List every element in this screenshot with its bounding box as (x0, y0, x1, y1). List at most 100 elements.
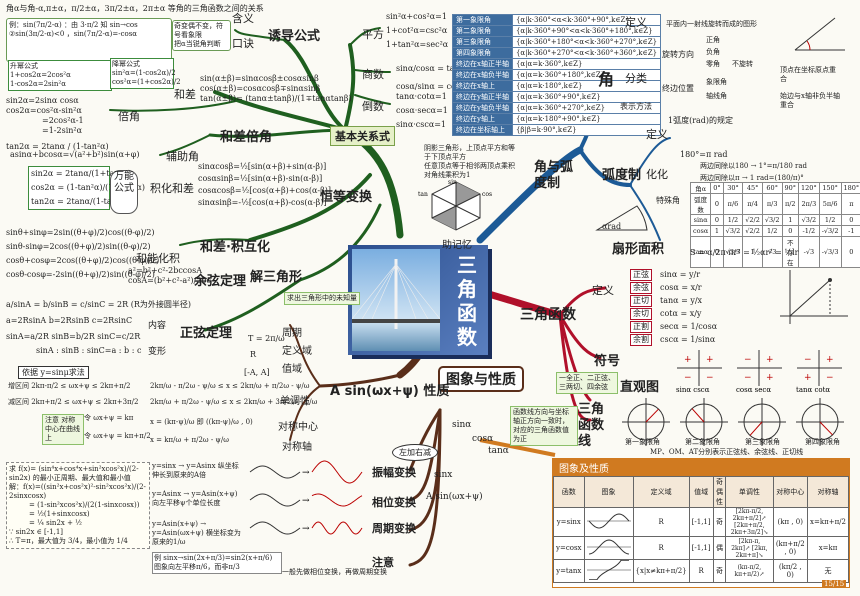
top-heading: 角α与角-α,π±α，π/2±α，3π/2±α，2π±α 等角的三角函数之间的关… (6, 4, 264, 13)
note-text: 一般先做相位变换，再做周期变换 (282, 568, 387, 576)
trig-name: 正切 (630, 294, 652, 307)
rotation-direction: 旋转方向 (662, 50, 694, 59)
special-cell: -√3/2 (818, 225, 842, 237)
radian-eq1: 180°=π rad (680, 150, 728, 159)
svg-text:sin: sin (448, 179, 457, 186)
special-cell: 0 (781, 225, 800, 237)
sum-diff-block: sin(α±β)=sinαcosβ±cosαsinβ cos(α±β)=cosα… (200, 74, 352, 104)
quadrant-row: 终边在y轴上{α|α=k·180°+90°,k∈Z} (452, 113, 662, 125)
solve-note: 求出三角形中的未知量 (284, 292, 360, 305)
double-tan: tan2α = 2tanα / (1-tan²α) (6, 142, 109, 151)
double-cos-a: cos2α=cos²α-sin²α (6, 106, 82, 115)
quadrant-name: 终边在x轴负半轴 (452, 69, 513, 81)
square-label: 平方 (362, 28, 384, 41)
prop-cell: y=tanx (553, 559, 585, 583)
special-cell: -√3 (798, 236, 820, 268)
quadrant-name: 终边在y轴负半轴 (452, 102, 513, 114)
domain-label: 定义域 (282, 346, 312, 357)
rhyme-2: 把α当锐角判断 (174, 40, 221, 48)
quadrant-caption: 第三象限角 (745, 438, 780, 446)
prop-cell: [2kπ-π, 2kπ]↗ [2kπ, 2kπ+π]↘ (725, 536, 774, 560)
sign-rhyme: 一全正、二正弦、三两切、四余弦 (556, 372, 618, 394)
lower-2: cos²α=(1+cos2α)/2 (112, 78, 181, 86)
mnemonic-3: 对角线乘积为1 (424, 171, 471, 179)
prop-cell: R (632, 536, 690, 560)
trig-name: 余割 (630, 333, 652, 346)
sine-law-label: 正弦定理 (180, 326, 233, 341)
pts-3: cosαcosβ=½[cos(α+β)+cos(α-β)] (198, 186, 331, 195)
axis-eq1: 令 ωx+ψ = kπ+π/2 (84, 432, 151, 440)
cos-law-2: cosA=(b²+c²-a²)/2bc (128, 276, 211, 285)
sign-label: 符号 (594, 354, 621, 369)
prop-cell: 奇 (712, 507, 727, 537)
quadrant-set: {α|k·360°+180°<α<k·360°+270°,k∈Z} (511, 36, 662, 48)
center-eq1: 令 ωx+ψ = kπ (84, 414, 134, 422)
prop-header: 对称中心 (772, 476, 809, 508)
dec-interval-2: 2kπ/ω + π/2ω - ψ/ω ≤ x ≤ 2kπ/ω + 3π/2ω -… (150, 398, 318, 406)
quot-1: sinα/cosα = tanα (396, 64, 466, 73)
special-cell: 0° (710, 182, 724, 194)
mnemonic-hexagon: sin tan cos (418, 179, 492, 231)
wave-curve (311, 460, 363, 484)
lower-power-label: 降幂公式 (112, 60, 140, 68)
induction-label: 诱导公式 (268, 29, 321, 44)
negative-angle: 负角 (706, 48, 720, 56)
double-angle-label: 倍角 (118, 110, 140, 123)
cosine-law-label: 余弦定理 (194, 274, 247, 289)
properties-title: 图象及性质 (553, 459, 849, 476)
quadrant-set: {α|k·360°+270°<α<k·360°+360°,k∈Z} (511, 47, 662, 59)
double-cos-c: =1-2sin²α (42, 126, 83, 135)
quadrant-row: 终边在坐标轴上{β|β=k·90°,k∈Z} (452, 124, 662, 136)
dec-interval: 减区间 2kπ+π/2 ≤ ωx+ψ ≤ 2kπ+3π/2 (8, 398, 139, 406)
wave-curve (249, 465, 301, 479)
period-label: 周期 (282, 328, 302, 339)
range-label: 值域 (282, 364, 302, 375)
graph-properties-label: 图象与性质 (438, 366, 524, 392)
special-cell: 0 (840, 236, 860, 268)
quadrant-name: 终边在x轴上 (452, 80, 513, 92)
sin-law-4: sinA : sinB : sinC=a : b : c (36, 346, 142, 355)
prop-cell (583, 507, 634, 537)
raise-2: 1-cos2α=2sin²α (10, 80, 66, 88)
svg-text:+: + (766, 355, 774, 365)
special-cell: π/4 (742, 193, 763, 215)
sq-1: sin²α+cos²α=1 (386, 12, 447, 21)
inc-interval-2: 2kπ/ω - π/2ω - ψ/ω ≤ x ≤ 2kπ/ω + π/2ω - … (150, 382, 310, 390)
axis-angle: 轴线角 (706, 92, 727, 100)
stp-3: cosθ+cosφ=2cos((θ+φ)/2)cos((θ-φ)/2) (6, 256, 160, 265)
example-step1: 解：f(x)=((sin²x+cos²x)²-sin²xcos²x)/(2-2s… (9, 483, 146, 500)
svg-text:+: + (706, 355, 714, 365)
quadrant-set: {β|β=k·90°,k∈Z} (511, 124, 662, 136)
special-cell: cosα (689, 225, 712, 237)
monotonic-label: 单调性 (280, 396, 310, 407)
angle-def-text: 平面内一射线旋转而成的图形 (666, 20, 757, 28)
prop-header: 奇偶性 (712, 476, 727, 508)
stp-2: sinθ-sinφ=2cos((θ+φ)/2)sin((θ-φ)/2) (6, 242, 151, 251)
quadrant-table: 第一象限角{α|k·360°<α<k·360°+90°,k∈Z}第二象限角{α|… (452, 14, 662, 136)
rec-3: sinα·cscα=1 (396, 120, 447, 129)
sum-diff-tan: tan(α±β)= (tanα±tanβ)/(1∓tanαtanβ) (200, 94, 352, 103)
quadrant-row: 终边在x轴负半轴{α|α=k·360°+180°,k∈Z} (452, 69, 662, 81)
initial-side: 始边与x轴非负半轴重合 (780, 92, 840, 109)
basic-relations-label: 基本关系式 (330, 126, 395, 146)
sum-diff-double-label: 和差倍角 (220, 130, 273, 145)
special-cell: 30° (722, 182, 744, 194)
prop-header: 图象 (583, 476, 634, 508)
quadrant-row: 终边在x轴上{α|α=k·180°,k∈Z} (452, 80, 662, 92)
center-image: 三角函数 (348, 245, 488, 355)
quotient-block: sinα/cosα = tanα cosα/sinα = cotα (396, 64, 465, 92)
sin-law-2: a=2RsinA b=2RsinB c=2RsinC (6, 316, 133, 325)
trig-name: 正弦 (630, 268, 652, 281)
note-label: 注意 (372, 556, 394, 569)
asin-properties: A sin(ωx+ψ) 性质 (330, 384, 450, 399)
positive-angle: 正角 (706, 36, 720, 44)
trig-formula: sinα = y/r (660, 269, 701, 279)
special-cell: 0 (710, 236, 724, 268)
example-step5: ∵ sin2x ∈ [-1,1] (9, 528, 64, 536)
pts-1: sinαcosβ=½[sin(α+β)+sin(α-β)] (198, 162, 327, 171)
